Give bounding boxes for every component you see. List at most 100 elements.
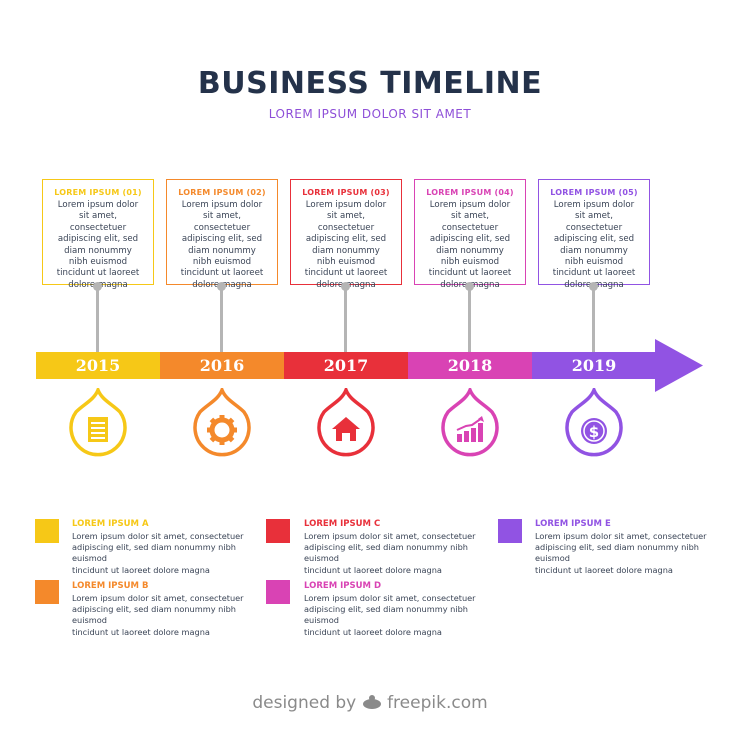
timeline-segment-2019	[532, 352, 658, 379]
footer-prefix: designed by	[252, 693, 357, 713]
text-line: sit amet,	[451, 211, 489, 222]
text-line: nibh euismod	[192, 257, 252, 268]
text-line: sit amet,	[327, 211, 365, 222]
page-title: BUSINESS TIMELINE	[197, 66, 543, 101]
legend-text-c: Lorem ipsum dolor sit amet, consectetuer…	[304, 531, 494, 576]
page-subtitle: LOREM IPSUM DOLOR SIT AMET	[268, 107, 472, 121]
milestone-text: Lorem ipsum dolor sit amet, consectetuer…	[291, 200, 401, 291]
freepik-logo-icon	[362, 695, 381, 709]
timeline-arrowhead	[655, 339, 703, 392]
text-line: nibh euismod	[440, 257, 500, 268]
drop-marker-1	[69, 388, 127, 457]
milestone-heading: LOREM IPSUM (05)	[547, 188, 641, 197]
timeline-segment-2018	[408, 352, 532, 379]
footer-credit: designed by freepik.com	[0, 693, 740, 713]
text-line: tincidunt ut laoreet dolore magna	[72, 626, 210, 637]
text-line: sit amet,	[203, 211, 241, 222]
year-label-2018: 2018	[447, 356, 493, 375]
gear-icon	[207, 415, 237, 445]
legend-swatch-e	[498, 519, 522, 543]
text-line: consectetuer	[317, 222, 375, 233]
year-label-2016: 2016	[199, 356, 245, 375]
text-line: adipiscing elit, sed diam nonummy nibh e…	[72, 604, 236, 626]
milestone-text: Lorem ipsum dolor sit amet, consectetuer…	[167, 200, 277, 291]
text-line: diam nonummy	[188, 245, 256, 256]
text-line: Lorem ipsum dolor sit amet, consectetuer	[535, 531, 707, 541]
milestone-text: Lorem ipsum dolor sit amet, consectetuer…	[43, 200, 153, 291]
text-line: adipiscing elit, sed diam nonummy nibh e…	[304, 604, 468, 626]
timeline-segment-2016	[160, 352, 284, 379]
text-line: tincidunt ut laoreet dolore magna	[304, 626, 442, 637]
text-line: Lorem ipsum dolor sit amet, consectetuer	[72, 531, 244, 541]
text-line: adipiscing elit, sed diam nonummy nibh e…	[72, 542, 236, 564]
svg-text:$: $	[589, 423, 599, 441]
connector-knob	[93, 282, 102, 291]
legend-swatch-d	[266, 580, 290, 604]
timeline-segment-2015	[36, 352, 160, 379]
text-line: consectetuer	[193, 222, 251, 233]
year-label-2017: 2017	[323, 356, 369, 375]
text-line: tincidunt ut laoreet	[304, 268, 388, 279]
milestone-heading: LOREM IPSUM (01)	[51, 188, 145, 197]
legend-heading-c: LOREM IPSUM C	[304, 519, 381, 529]
legend-text-e: Lorem ipsum dolor sit amet, consectetuer…	[535, 531, 725, 576]
text-line: tincidunt ut laoreet	[552, 268, 636, 279]
text-line: adipiscing elit, sed diam nonummy nibh e…	[535, 542, 699, 564]
dollar-coin-icon: $	[581, 418, 607, 444]
text-line: adipiscing elit, sed diam nonummy nibh e…	[304, 542, 468, 564]
milestone-box-5: LOREM IPSUM (05) Lorem ipsum dolor sit a…	[538, 179, 650, 290]
connector-knob	[217, 282, 226, 291]
footer-brand: freepik.com	[387, 693, 488, 713]
year-label-2019: 2019	[571, 356, 617, 375]
text-line: consectetuer	[69, 222, 127, 233]
connector-knob	[589, 282, 598, 291]
milestone-text: Lorem ipsum dolor sit amet, consectetuer…	[539, 200, 649, 291]
text-line: tincidunt ut laoreet dolore magna	[72, 564, 210, 575]
connector-stem	[344, 285, 347, 352]
connector-stem	[592, 285, 595, 352]
text-line: sit amet,	[575, 211, 613, 222]
text-line: adipiscing elit, sed	[181, 234, 263, 245]
drop-marker-4	[441, 388, 499, 457]
text-line: nibh euismod	[68, 257, 128, 268]
document-icon	[88, 417, 108, 442]
legend-text-d: Lorem ipsum dolor sit amet, consectetuer…	[304, 593, 494, 638]
connector-knob	[465, 282, 474, 291]
text-line: Lorem ipsum dolor sit amet, consectetuer	[304, 593, 476, 603]
bar-chart-icon	[456, 416, 484, 442]
milestone-text: Lorem ipsum dolor sit amet, consectetuer…	[415, 200, 525, 291]
connector-stem	[468, 285, 471, 352]
text-line: tincidunt ut laoreet dolore magna	[535, 564, 673, 575]
text-line: adipiscing elit, sed	[57, 234, 139, 245]
text-line: Lorem ipsum dolor sit amet, consectetuer	[304, 531, 476, 541]
milestone-heading: LOREM IPSUM (02)	[175, 188, 269, 197]
connector-stem	[220, 285, 223, 352]
legend-swatch-a	[35, 519, 59, 543]
year-label-2015: 2015	[75, 356, 121, 375]
text-line: tincidunt ut laoreet	[56, 268, 140, 279]
timeline-segment-2017	[284, 352, 408, 379]
text-line: adipiscing elit, sed	[305, 234, 387, 245]
text-line: Lorem ipsum dolor	[305, 200, 387, 210]
text-line: diam nonummy	[560, 245, 628, 256]
connector-knob	[341, 282, 350, 291]
legend-heading-b: LOREM IPSUM B	[72, 581, 149, 591]
text-line: sit amet,	[79, 211, 117, 222]
milestone-heading: LOREM IPSUM (04)	[423, 188, 517, 197]
house-icon	[332, 417, 360, 441]
milestone-box-4: LOREM IPSUM (04) Lorem ipsum dolor sit a…	[414, 179, 526, 290]
milestone-box-3: LOREM IPSUM (03) Lorem ipsum dolor sit a…	[290, 179, 402, 290]
text-line: Lorem ipsum dolor	[429, 200, 511, 210]
drop-marker-2	[193, 388, 251, 457]
text-line: nibh euismod	[564, 257, 624, 268]
milestone-box-1: LOREM IPSUM (01) Lorem ipsum dolor sit a…	[42, 179, 154, 290]
text-line: tincidunt ut laoreet	[428, 268, 512, 279]
text-line: tincidunt ut laoreet	[180, 268, 264, 279]
text-line: tincidunt ut laoreet dolore magna	[304, 564, 442, 575]
text-line: Lorem ipsum dolor sit amet, consectetuer	[72, 593, 244, 603]
legend-heading-e: LOREM IPSUM E	[535, 519, 611, 529]
drop-marker-3	[317, 388, 375, 457]
legend-text-a: Lorem ipsum dolor sit amet, consectetuer…	[72, 531, 262, 576]
connector-stem	[96, 285, 99, 352]
text-line: consectetuer	[565, 222, 623, 233]
